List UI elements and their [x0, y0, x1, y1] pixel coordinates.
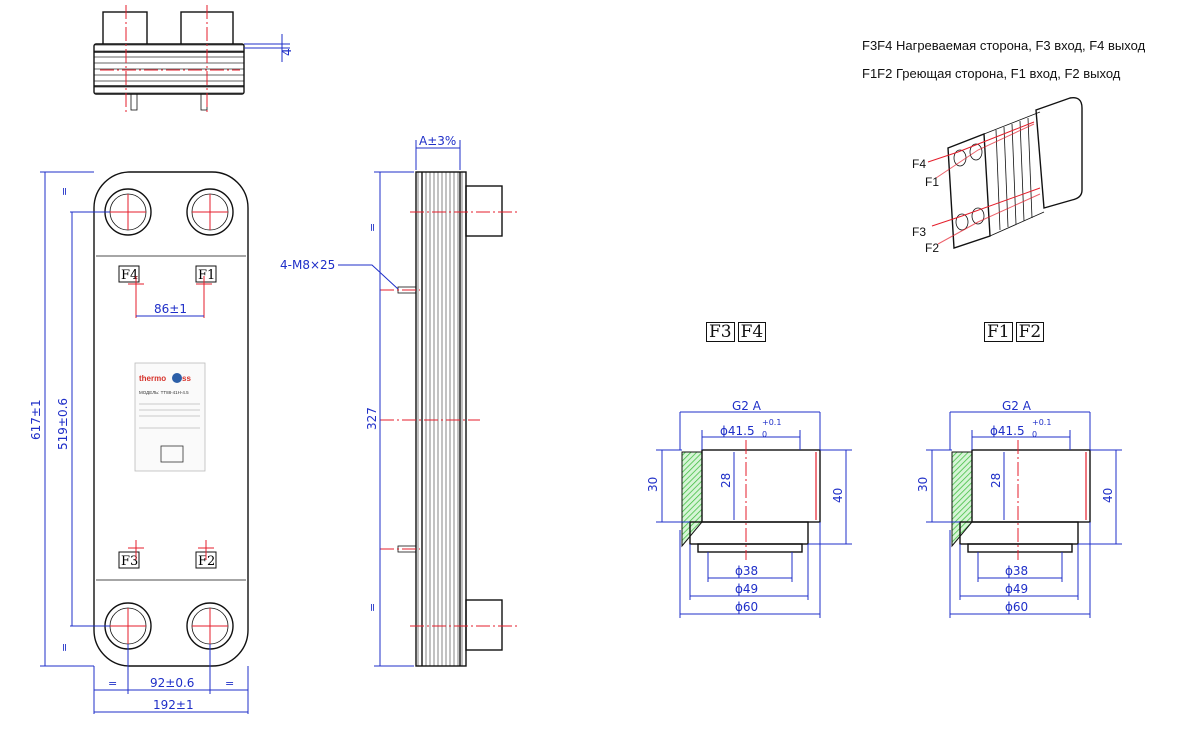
dim-eq-top: = — [58, 187, 71, 196]
f1f2-h40: 40 — [1101, 488, 1115, 503]
front-view: F4 F1 F3 F2 86±1 thermo ss МОДЕЛЬ: TT88-… — [29, 171, 249, 714]
f1f2-d49: ϕ49 — [1005, 582, 1028, 596]
dim-eq-side-top: = — [366, 223, 379, 232]
top-connector-left — [102, 11, 148, 47]
iso-label-f2: F2 — [925, 241, 939, 255]
f1f2-g2a: G2 A — [1002, 399, 1032, 413]
dim-bolts: 4-M8×25 — [280, 258, 335, 272]
f3f4-tol-up: +0.1 — [762, 418, 781, 427]
nameplate-brand: thermo — [139, 374, 166, 383]
dim-617: 617±1 — [29, 399, 43, 440]
section-f3f4: G2 A ϕ41.5 +0.1 0 30 28 40 ϕ38 ϕ49 ϕ60 — [646, 399, 852, 618]
f3f4-tol-lo: 0 — [762, 430, 767, 439]
nameplate-brand-suffix: ss — [182, 374, 191, 383]
side-plate-stack — [415, 171, 467, 667]
f3f4-h40: 40 — [831, 488, 845, 503]
f1f2-d60: ϕ60 — [1005, 600, 1028, 614]
nameplate — [134, 362, 206, 472]
dim-eq-bottom: = — [58, 643, 71, 652]
top-view: 4 — [93, 5, 294, 112]
f3f4-d60: ϕ60 — [735, 600, 758, 614]
isometric-sketch: F4 F1 F3 F2 — [912, 97, 1083, 255]
dim-a: A±3% — [419, 134, 456, 148]
dim-327: 327 — [365, 407, 379, 430]
side-view: A±3% 4-M8×25 327 = = — [280, 134, 518, 667]
section-title-f4: F4 — [737, 322, 767, 342]
f1f2-tol-lo: 0 — [1032, 430, 1037, 439]
f3f4-h28: 28 — [719, 473, 733, 488]
label-f2: F2 — [198, 554, 215, 569]
f3f4-d49: ϕ49 — [735, 582, 758, 596]
f1f2-d41: ϕ41.5 — [990, 424, 1025, 438]
label-f4: F4 — [121, 268, 138, 283]
iso-label-f3: F3 — [912, 225, 926, 239]
front-plate-outline — [93, 171, 249, 667]
f3f4-d38: ϕ38 — [735, 564, 758, 578]
side-connector-bottom — [465, 599, 503, 651]
section-title-f3: F3 — [706, 322, 735, 342]
dim-eq-left: = — [108, 677, 117, 690]
dim-eq-right: = — [225, 677, 234, 690]
f3f4-h30: 30 — [646, 477, 660, 492]
f1f2-tol-up: +0.1 — [1032, 418, 1051, 427]
f3f4-d41: ϕ41.5 — [720, 424, 755, 438]
dim-86: 86±1 — [154, 302, 187, 316]
section-title-f2: F2 — [1015, 322, 1045, 342]
dim-thickness: 4 — [280, 48, 294, 56]
nameplate-model: МОДЕЛЬ: TT88-41H-4.5 — [139, 390, 189, 395]
legend-heated-side: F3F4 Нагреваемая сторона, F3 вход, F4 вы… — [862, 38, 1146, 53]
f3f4-g2a: G2 A — [732, 399, 762, 413]
iso-label-f4: F4 — [912, 157, 926, 171]
section-f1f2: G2 A ϕ41.5 +0.1 0 30 28 40 ϕ38 ϕ49 ϕ60 — [916, 399, 1122, 618]
f1f2-h30: 30 — [916, 477, 930, 492]
label-f1: F1 — [198, 268, 215, 283]
label-f3: F3 — [121, 554, 138, 569]
section-title-f1: F1 — [984, 322, 1013, 342]
dim-92: 92±0.6 — [150, 676, 194, 690]
dim-eq-side-bottom: = — [366, 603, 379, 612]
f1f2-h28: 28 — [989, 473, 1003, 488]
f1f2-d38: ϕ38 — [1005, 564, 1028, 578]
side-connector-top — [465, 185, 503, 237]
dim-519: 519±0.6 — [56, 398, 70, 450]
dim-192: 192±1 — [153, 698, 194, 712]
legend-heating-side: F1F2 Греющая сторона, F1 вход, F2 выход — [862, 66, 1121, 81]
iso-label-f1: F1 — [925, 175, 939, 189]
